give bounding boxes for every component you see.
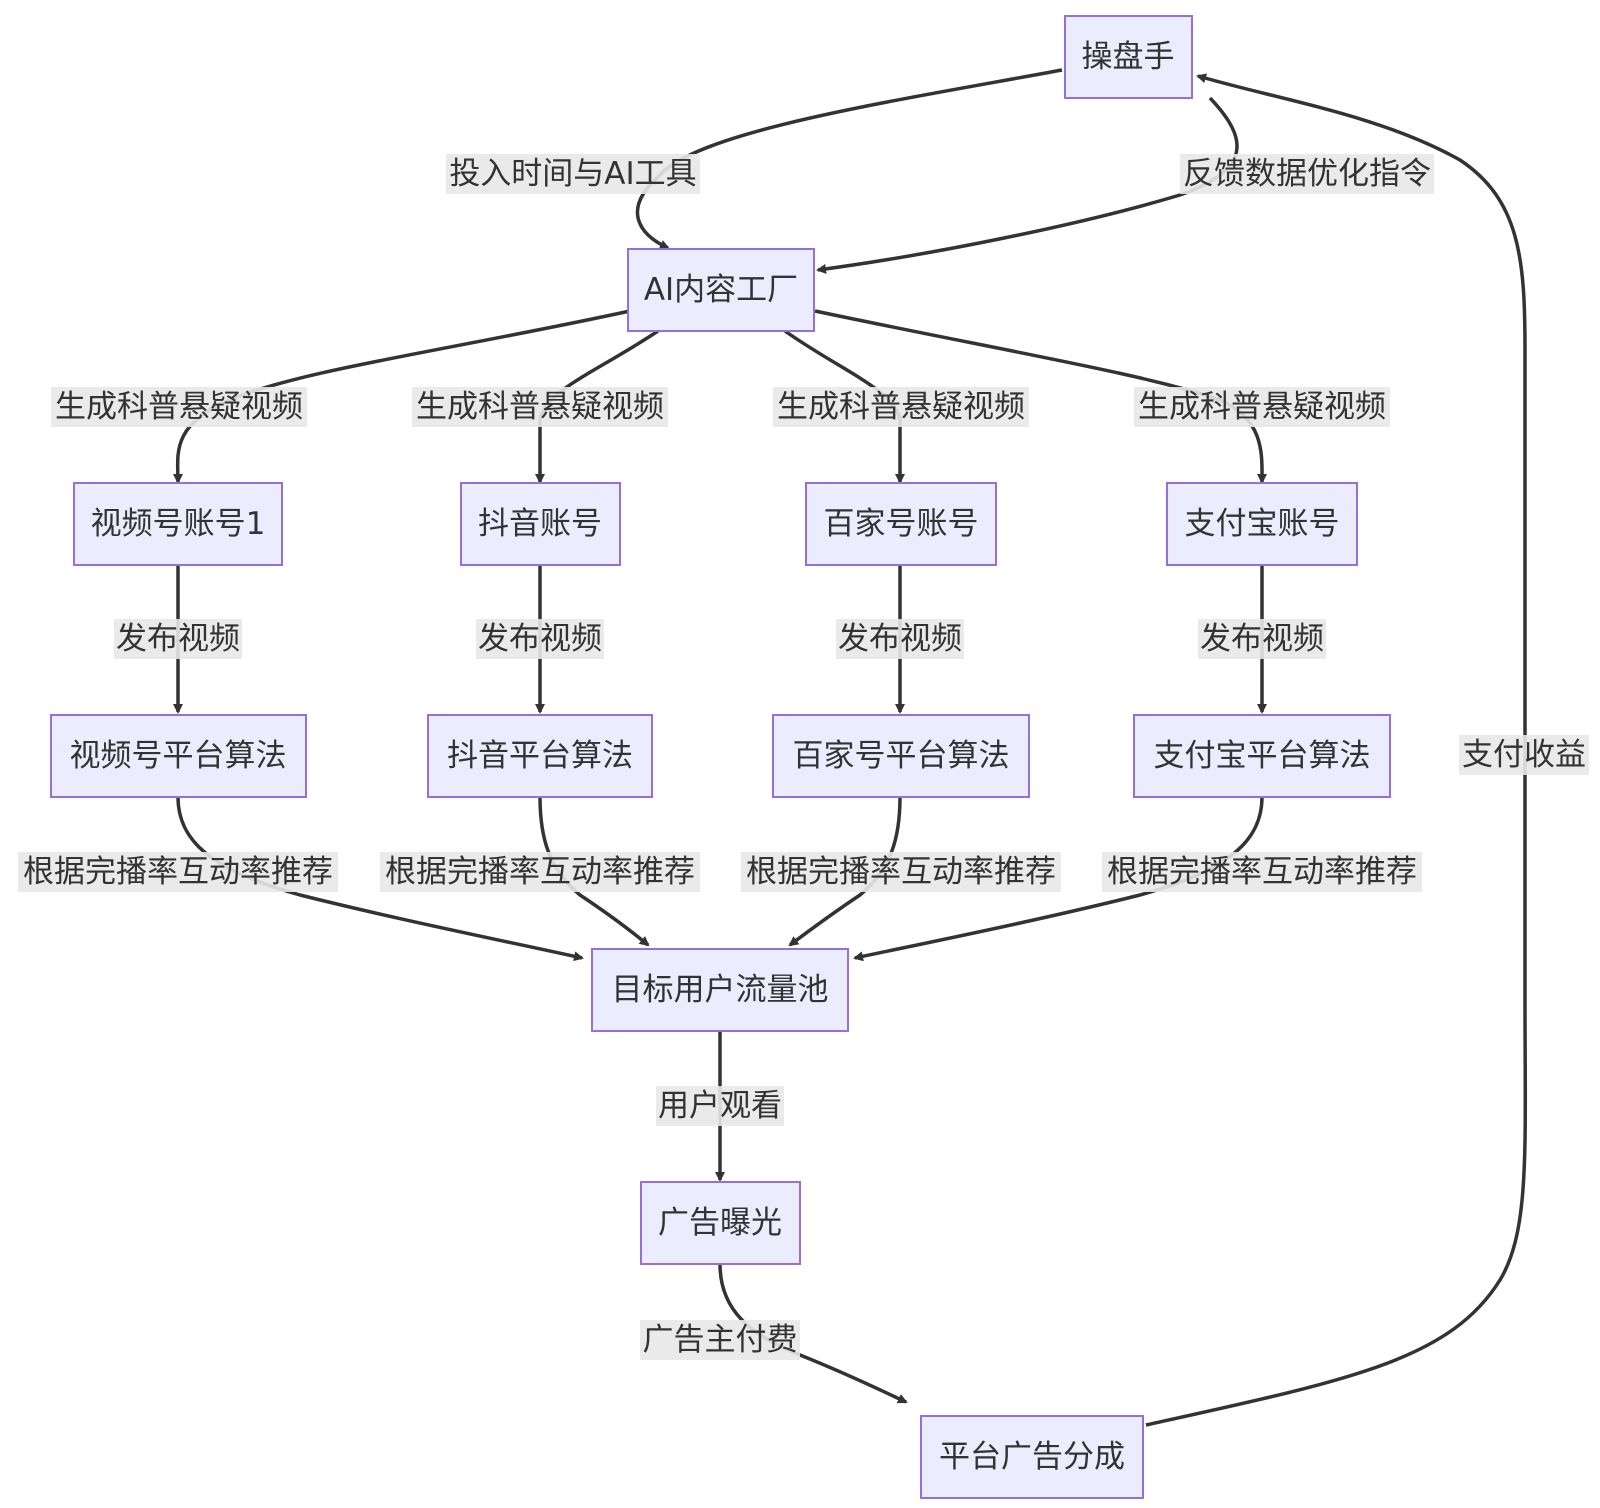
node-target-traffic-pool[interactable]: 目标用户流量池 (591, 948, 849, 1032)
edge-recommend-baijia (788, 796, 902, 947)
svg-text:支付宝账号: 支付宝账号 (1185, 506, 1340, 542)
node-ai-content-factory[interactable]: AI内容工厂 (627, 248, 815, 332)
label-generate-douyin: 生成科普悬疑视频 (412, 387, 668, 427)
edge-operator-payout (1145, 73, 1528, 1427)
node-platform-ad-share[interactable]: 平台广告分成 (920, 1415, 1144, 1499)
svg-text:生成科普悬疑视频: 生成科普悬疑视频 (1138, 389, 1386, 425)
svg-text:广告曝光: 广告曝光 (658, 1205, 782, 1241)
svg-text:AI内容工厂: AI内容工厂 (644, 272, 798, 308)
label-publish-channels: 发布视频 (114, 619, 242, 659)
svg-text:抖音账号: 抖音账号 (478, 506, 602, 542)
edge-factory-to-acct-alipay (814, 309, 1268, 484)
svg-text:生成科普悬疑视频: 生成科普悬疑视频 (55, 389, 303, 425)
svg-text:投入时间与AI工具: 投入时间与AI工具 (449, 156, 696, 192)
svg-text:百家号账号: 百家号账号 (824, 506, 979, 542)
svg-text:广告主付费: 广告主付费 (643, 1322, 798, 1358)
svg-text:发布视频: 发布视频 (478, 621, 602, 657)
node-account-alipay[interactable]: 支付宝账号 (1166, 482, 1358, 566)
label-feedback: 反馈数据优化指令 (1180, 154, 1434, 194)
edge-factory-to-acct-channels (172, 309, 631, 484)
svg-text:目标用户流量池: 目标用户流量池 (612, 972, 829, 1008)
label-invest: 投入时间与AI工具 (446, 154, 700, 194)
svg-text:百家号平台算法: 百家号平台算法 (793, 738, 1010, 774)
node-account-baijia[interactable]: 百家号账号 (805, 482, 997, 566)
edge-factory-to-operator (816, 96, 1239, 274)
node-algorithm-douyin[interactable]: 抖音平台算法 (427, 714, 653, 798)
label-recommend-channels: 根据完播率互动率推荐 (18, 852, 338, 892)
svg-text:根据完播率互动率推荐: 根据完播率互动率推荐 (385, 854, 695, 890)
node-ad-exposure[interactable]: 广告曝光 (640, 1181, 801, 1265)
label-recommend-alipay: 根据完播率互动率推荐 (1102, 852, 1422, 892)
label-advertiser-pay: 广告主付费 (640, 1320, 800, 1360)
label-recommend-baijia: 根据完播率互动率推荐 (741, 852, 1061, 892)
svg-text:发布视频: 发布视频 (116, 621, 240, 657)
node-account-douyin[interactable]: 抖音账号 (460, 482, 621, 566)
svg-text:生成科普悬疑视频: 生成科普悬疑视频 (416, 389, 664, 425)
svg-text:根据完播率互动率推荐: 根据完播率互动率推荐 (746, 854, 1056, 890)
svg-text:平台广告分成: 平台广告分成 (939, 1439, 1125, 1475)
svg-text:抖音平台算法: 抖音平台算法 (447, 738, 633, 774)
svg-text:用户观看: 用户观看 (658, 1088, 782, 1124)
label-publish-baijia: 发布视频 (836, 619, 964, 659)
label-publish-alipay: 发布视频 (1198, 619, 1326, 659)
svg-text:根据完播率互动率推荐: 根据完播率互动率推荐 (1107, 854, 1417, 890)
label-generate-channels: 生成科普悬疑视频 (51, 387, 307, 427)
node-operator[interactable]: 操盘手 (1064, 15, 1193, 99)
label-payout: 支付收益 (1459, 735, 1589, 775)
label-generate-alipay: 生成科普悬疑视频 (1134, 387, 1390, 427)
node-algorithm-alipay[interactable]: 支付宝平台算法 (1133, 714, 1391, 798)
svg-text:视频号平台算法: 视频号平台算法 (70, 738, 287, 774)
label-generate-baijia: 生成科普悬疑视频 (773, 387, 1029, 427)
svg-text:操盘手: 操盘手 (1082, 39, 1175, 75)
svg-text:根据完播率互动率推荐: 根据完播率互动率推荐 (23, 854, 333, 890)
edge-recommend-channels (176, 796, 584, 962)
svg-text:支付收益: 支付收益 (1462, 737, 1586, 773)
label-recommend-douyin: 根据完播率互动率推荐 (380, 852, 700, 892)
svg-text:反馈数据优化指令: 反馈数据优化指令 (1183, 156, 1431, 192)
edge-operator-to-factory (635, 68, 1063, 250)
edge-recommend-douyin (538, 796, 650, 947)
label-publish-douyin: 发布视频 (476, 619, 604, 659)
svg-text:视频号账号1: 视频号账号1 (91, 506, 266, 542)
nodes: 操盘手 AI内容工厂 视频号账号1 抖音账号 百家号账号 支付宝账号 视频号平台… (50, 15, 1391, 1499)
svg-text:生成科普悬疑视频: 生成科普悬疑视频 (777, 389, 1025, 425)
svg-text:发布视频: 发布视频 (1200, 621, 1324, 657)
node-account-channels[interactable]: 视频号账号1 (73, 482, 283, 566)
edge-labels: 投入时间与AI工具 反馈数据优化指令 支付收益 生成科普悬疑视频 生成科普悬疑视… (18, 154, 1589, 1360)
node-algorithm-channels[interactable]: 视频号平台算法 (50, 714, 307, 798)
svg-text:支付宝平台算法: 支付宝平台算法 (1154, 738, 1371, 774)
node-algorithm-baijia[interactable]: 百家号平台算法 (772, 714, 1030, 798)
label-watch: 用户观看 (656, 1086, 784, 1126)
svg-text:发布视频: 发布视频 (838, 621, 962, 657)
edge-recommend-alipay (853, 796, 1264, 962)
